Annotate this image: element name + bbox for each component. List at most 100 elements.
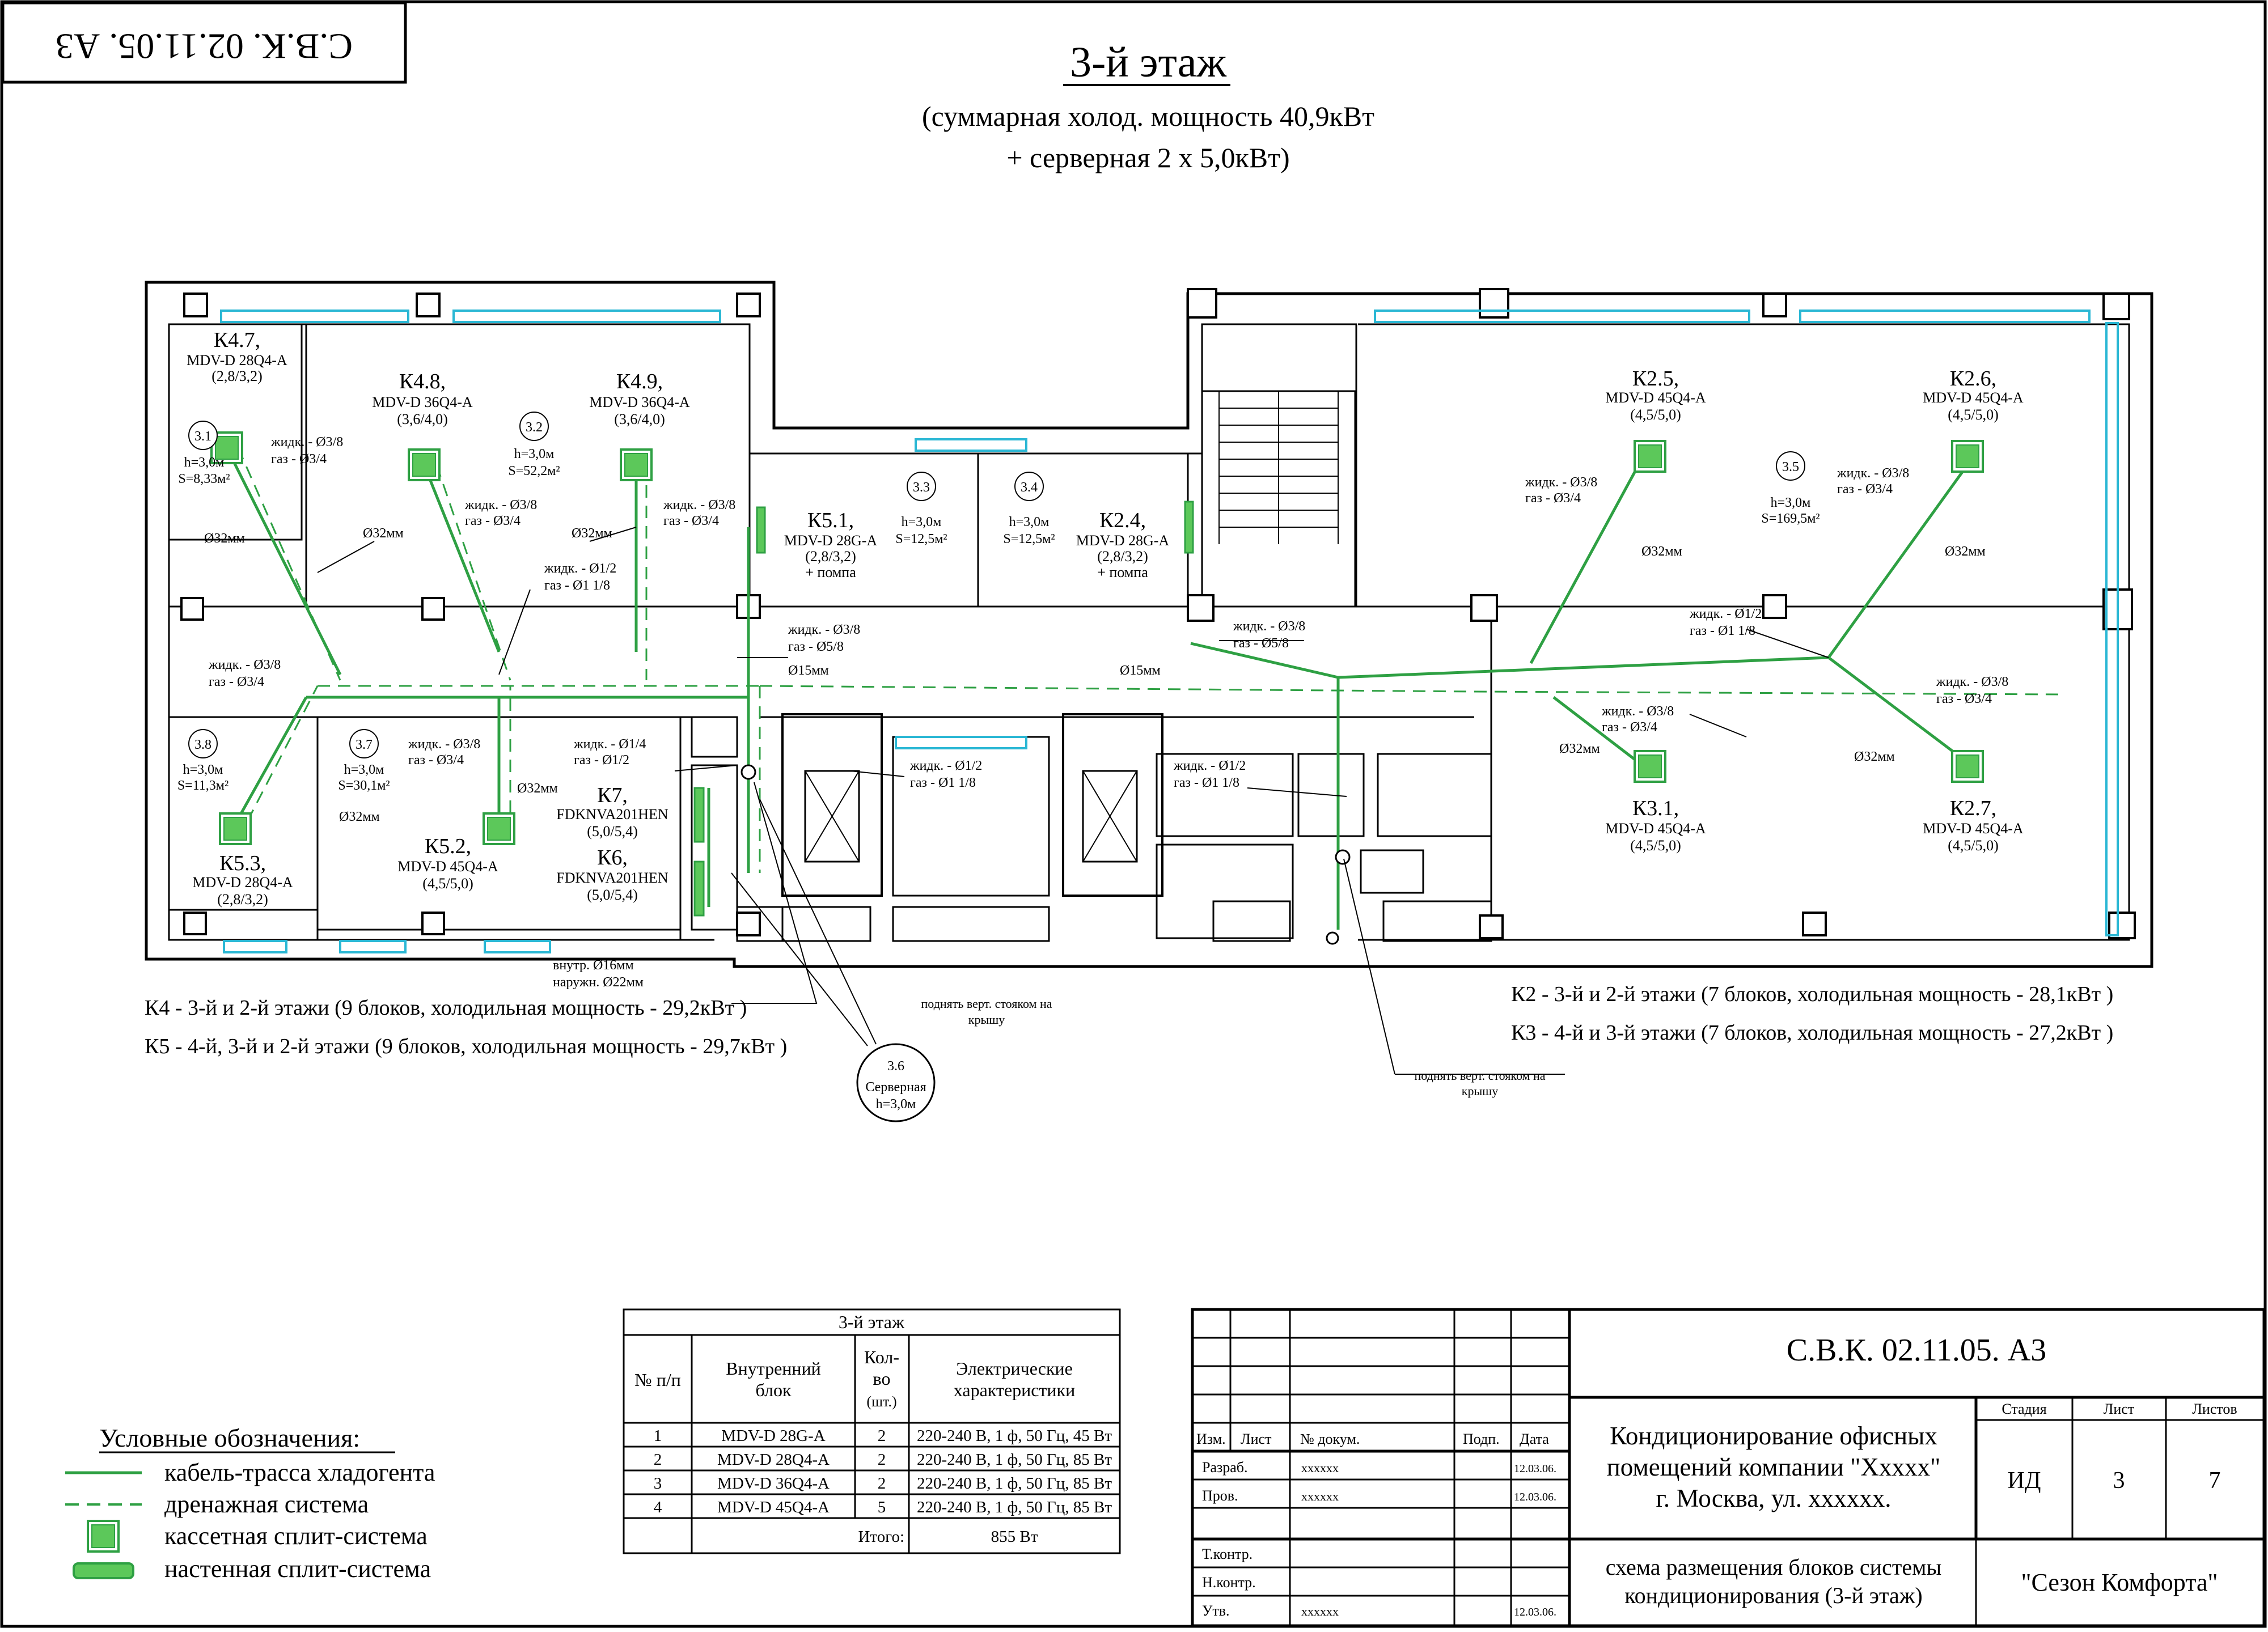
svg-text:№ п/п: № п/п (634, 1370, 681, 1390)
svg-text:220-240 В, 1 ф, 50 Гц, 85 Вт: 220-240 В, 1 ф, 50 Гц, 85 Вт (917, 1474, 1112, 1493)
svg-text:хххххх: хххххх (1301, 1489, 1339, 1503)
svg-text:Ø32мм: Ø32мм (339, 809, 380, 824)
svg-text:блок: блок (756, 1380, 792, 1400)
svg-text:Ø32мм: Ø32мм (517, 781, 558, 796)
svg-text:(3,6/4,0): (3,6/4,0) (397, 411, 448, 427)
svg-text:наружн. Ø22мм: наружн. Ø22мм (553, 975, 644, 990)
system-k5-note: К5 - 4-й, 3-й и 2-й этажи (9 блоков, хол… (145, 1035, 787, 1058)
svg-text:3.6: 3.6 (887, 1059, 904, 1074)
svg-text:S=8,33м²: S=8,33м² (178, 472, 230, 486)
svg-text:поднять верт. стояком на: поднять верт. стояком на (1415, 1069, 1546, 1083)
svg-text:жидк. - Ø3/8: жидк. - Ø3/8 (270, 435, 343, 450)
svg-text:Утв.: Утв. (1202, 1603, 1230, 1619)
title-block: Изм. Лист № докум. Подп. Дата Разраб. Пр… (1191, 1308, 2266, 1627)
svg-text:жидк. - Ø3/8: жидк. - Ø3/8 (788, 622, 860, 637)
svg-text:ИД: ИД (2008, 1468, 2041, 1494)
riser-note-left: поднять верт. стояком на крышу (921, 997, 1052, 1027)
svg-text:Ø15мм: Ø15мм (788, 663, 829, 678)
svg-text:2: 2 (654, 1451, 662, 1469)
room-3-1: 3.1 h=3,0м S=8,33м² (178, 421, 230, 486)
unit-k2-7-label: К2.7, MDV-D 45Q4-A (4,5/5,0) (1923, 796, 2024, 854)
svg-text:К2.5,: К2.5, (1632, 367, 1679, 391)
svg-text:(2,8/3,2): (2,8/3,2) (217, 891, 268, 908)
svg-text:FDKNVA201HEN: FDKNVA201HEN (556, 806, 668, 823)
page-subtitle-2: + серверная 2 х 5,0кВт) (1006, 142, 1289, 173)
svg-text:h=3,0м: h=3,0м (1009, 515, 1050, 529)
svg-text:3.8: 3.8 (194, 737, 211, 752)
windows (220, 310, 2119, 953)
svg-text:5: 5 (878, 1498, 886, 1516)
system-k2-note: К2 - 3-й и 2-й этажи (7 блоков, холодиль… (1511, 982, 2113, 1006)
svg-text:внутр. Ø16мм: внутр. Ø16мм (553, 958, 634, 973)
svg-text:помещений компании "Ххххх": помещений компании "Ххххх" (1607, 1453, 1941, 1481)
svg-text:(2,8/3,2): (2,8/3,2) (805, 548, 856, 565)
unit-k4-8-label: К4.8, MDV-D 36Q4-A (3,6/4,0) (372, 370, 473, 427)
svg-text:Лист: Лист (2104, 1401, 2134, 1417)
svg-text:MDV-D 36Q4-A: MDV-D 36Q4-A (372, 394, 473, 410)
svg-text:(2,8/3,2): (2,8/3,2) (1097, 548, 1148, 565)
svg-text:крышу: крышу (968, 1012, 1005, 1027)
svg-text:h=3,0м: h=3,0м (1771, 495, 1811, 510)
svg-text:кассетная сплит-система: кассетная сплит-система (164, 1522, 428, 1550)
svg-text:S=12,5м²: S=12,5м² (895, 532, 947, 546)
svg-text:MDV-D 36Q4-A: MDV-D 36Q4-A (717, 1474, 830, 1493)
unit-k4-9-label: К4.9, MDV-D 36Q4-A (3,6/4,0) (589, 370, 690, 427)
svg-text:MDV-D 28Q4-A: MDV-D 28Q4-A (717, 1451, 830, 1469)
svg-text:12.03.06.: 12.03.06. (1514, 1491, 1556, 1503)
cassette-unit-k3-1 (1634, 750, 1666, 783)
svg-text:(2,8/3,2): (2,8/3,2) (211, 368, 263, 384)
svg-text:Т.контр.: Т.контр. (1202, 1546, 1253, 1562)
unit-k5-1-label: К5.1, MDV-D 28G-A (2,8/3,2) + помпа (784, 508, 878, 580)
svg-text:жидк. - Ø1/2: жидк. - Ø1/2 (909, 758, 982, 773)
room-3-3: 3.3 h=3,0м S=12,5м² (895, 472, 947, 546)
svg-text:h=3,0м: h=3,0м (876, 1097, 916, 1112)
svg-text:№ докум.: № докум. (1300, 1431, 1360, 1447)
svg-text:Ø32мм: Ø32мм (572, 526, 612, 541)
svg-text:S=30,1м²: S=30,1м² (338, 778, 390, 793)
svg-text:Кондиционирование офисных: Кондиционирование офисных (1610, 1422, 1937, 1450)
svg-text:жидк. - Ø3/8: жидк. - Ø3/8 (1525, 475, 1597, 490)
riser-marker-left (741, 764, 756, 780)
svg-text:+ помпа: + помпа (1097, 564, 1148, 580)
svg-text:Ø32мм: Ø32мм (363, 526, 404, 541)
page-subtitle-1: (суммарная холод. мощность 40,9кВт (922, 100, 1374, 132)
svg-text:Н.контр.: Н.контр. (1202, 1574, 1256, 1591)
svg-text:220-240 В, 1 ф, 50 Гц, 85 Вт: 220-240 В, 1 ф, 50 Гц, 85 Вт (917, 1451, 1112, 1469)
svg-text:К3.1,: К3.1, (1632, 796, 1679, 820)
svg-text:+ помпа: + помпа (805, 564, 856, 580)
unit-k4-7-label: К4.7, MDV-D 28Q4-A (2,8/3,2) (187, 328, 287, 384)
svg-text:MDV-D 45Q4-A: MDV-D 45Q4-A (1923, 820, 2024, 837)
cassette-unit-k2-5 (1634, 440, 1666, 473)
pipe-labels: жидк. - Ø3/8 газ - Ø3/4 Ø32мм жидк. - Ø3… (204, 435, 2008, 990)
svg-text:кабель-трасса хладогента: кабель-трасса хладогента (164, 1459, 435, 1486)
svg-text:газ - Ø1 1/8: газ - Ø1 1/8 (1690, 624, 1755, 638)
svg-text:Изм.: Изм. (1196, 1431, 1226, 1447)
svg-text:Условные обозначения:: Условные обозначения: (99, 1423, 360, 1452)
svg-text:жидк. - Ø1/2: жидк. - Ø1/2 (544, 561, 616, 576)
unit-k2-6-label: К2.6, MDV-D 45Q4-A (4,5/5,0) (1923, 367, 2024, 423)
svg-text:поднять верт. стояком на: поднять верт. стояком на (921, 997, 1052, 1011)
cassette-unit-k4-9 (620, 448, 653, 481)
svg-text:К5.1,: К5.1, (807, 508, 854, 532)
svg-text:газ - Ø1 1/8: газ - Ø1 1/8 (1174, 775, 1239, 790)
unit-k5-2-label: К5.2, MDV-D 45Q4-A (4,5/5,0) (397, 834, 498, 892)
svg-text:FDKNVA201HEN: FDKNVA201HEN (556, 870, 668, 886)
svg-text:Электрические: Электрические (956, 1358, 1073, 1379)
svg-text:Подп.: Подп. (1463, 1431, 1500, 1447)
svg-text:газ - Ø5/8: газ - Ø5/8 (1233, 636, 1289, 651)
svg-text:жидк. - Ø3/8: жидк. - Ø3/8 (408, 737, 480, 752)
svg-text:(5,0/5,4): (5,0/5,4) (587, 887, 638, 903)
svg-text:Внутренний: Внутренний (726, 1358, 821, 1379)
svg-text:3.2: 3.2 (526, 420, 543, 435)
svg-text:К4.8,: К4.8, (399, 370, 446, 393)
svg-text:К2.4,: К2.4, (1099, 508, 1146, 532)
svg-text:3.7: 3.7 (356, 737, 373, 752)
floor-plan (145, 281, 2153, 968)
svg-text:жидк. - Ø1/2: жидк. - Ø1/2 (1173, 758, 1246, 773)
svg-text:1: 1 (654, 1427, 662, 1445)
svg-text:(4,5/5,0): (4,5/5,0) (1948, 406, 1999, 423)
svg-text:2: 2 (878, 1474, 886, 1493)
svg-text:(шт.): (шт.) (866, 1393, 896, 1410)
